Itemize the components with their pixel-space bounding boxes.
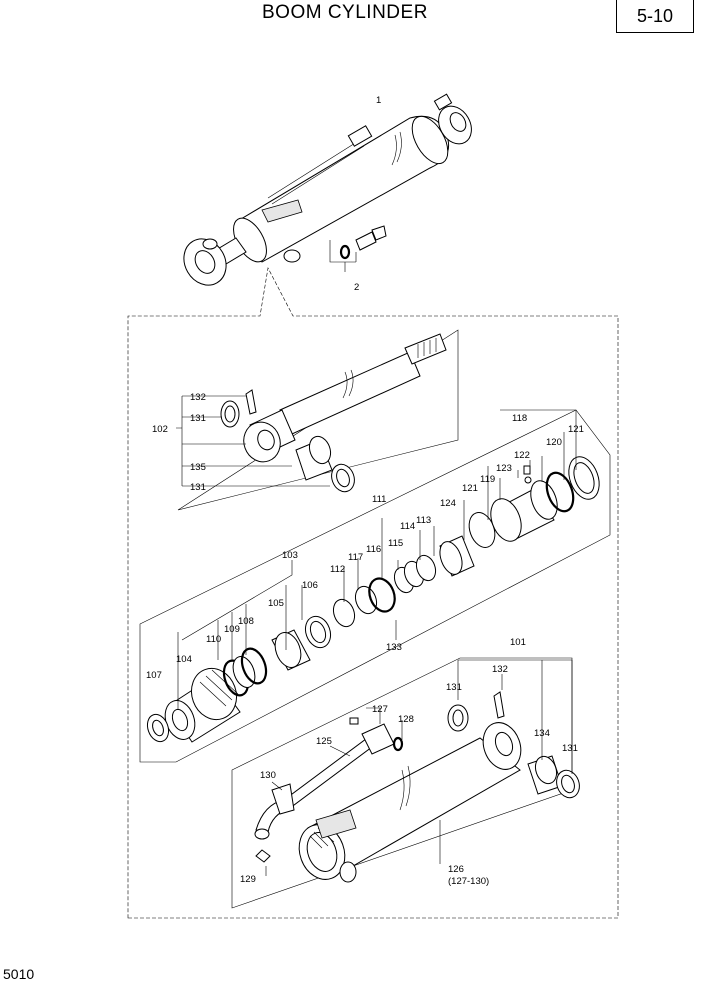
piston-and-gland-parts [139, 409, 611, 763]
fitting-and-o-ring [329, 225, 387, 272]
page-title: BOOM CYLINDER [262, 2, 428, 23]
piston-rod-assembly [176, 329, 459, 511]
callout-113: 113 [416, 515, 431, 526]
callout-115: 115 [388, 538, 403, 549]
callout-111: 111 [372, 494, 386, 505]
cylinder-tube-assembly [231, 657, 580, 909]
callout-132-tube: 132 [492, 664, 508, 675]
callout-116: 116 [366, 544, 381, 555]
callout-102: 102 [152, 424, 168, 435]
callout-103: 103 [282, 550, 298, 561]
callout-125: 125 [316, 736, 332, 747]
callout-105: 105 [268, 598, 284, 609]
callout-132-rod: 132 [190, 392, 206, 403]
callout-135: 135 [190, 462, 206, 473]
callout-130: 130 [260, 770, 276, 781]
callout-101: 101 [510, 637, 526, 648]
callout-118: 118 [512, 413, 527, 424]
assembled-boom-cylinder [183, 93, 472, 286]
callout-108: 108 [238, 616, 254, 627]
callout-131-tube-right: 131 [562, 743, 578, 754]
callout-134: 134 [534, 728, 550, 739]
callout-2: 2 [354, 282, 359, 293]
page-reference-box: 5-10 [616, 0, 694, 33]
callout-121-right: 121 [568, 424, 584, 435]
callout-107: 107 [146, 670, 162, 681]
callout-112: 112 [330, 564, 345, 575]
callout-121-left: 121 [462, 483, 478, 494]
callout-104: 104 [176, 654, 192, 665]
callout-124: 124 [440, 498, 456, 509]
callout-110: 110 [206, 634, 221, 645]
callout-131-rod-top: 131 [190, 413, 206, 424]
callout-131-rod-bottom: 131 [190, 482, 206, 493]
callout-129: 129 [240, 874, 256, 885]
callout-1: 1 [376, 95, 381, 106]
callout-133: 133 [386, 642, 402, 653]
callout-119: 119 [480, 474, 495, 485]
callout-123: 123 [496, 463, 512, 474]
callout-120: 120 [546, 437, 562, 448]
callout-labels: 1 2 132 131 102 135 131 118 122 120 121 … [146, 95, 584, 887]
callout-109: 109 [224, 624, 240, 635]
callout-106: 106 [302, 580, 318, 591]
callout-131-tube-left: 131 [446, 682, 462, 693]
callout-117: 117 [348, 552, 363, 563]
callout-114: 114 [400, 521, 415, 532]
callout-126: 126 [448, 864, 464, 875]
callout-126-subassembly: (127-130) [448, 876, 489, 887]
callout-122: 122 [514, 450, 530, 461]
callout-127: 127 [372, 704, 388, 715]
footer-code: 5010 [3, 966, 35, 982]
callout-128: 128 [398, 714, 414, 725]
